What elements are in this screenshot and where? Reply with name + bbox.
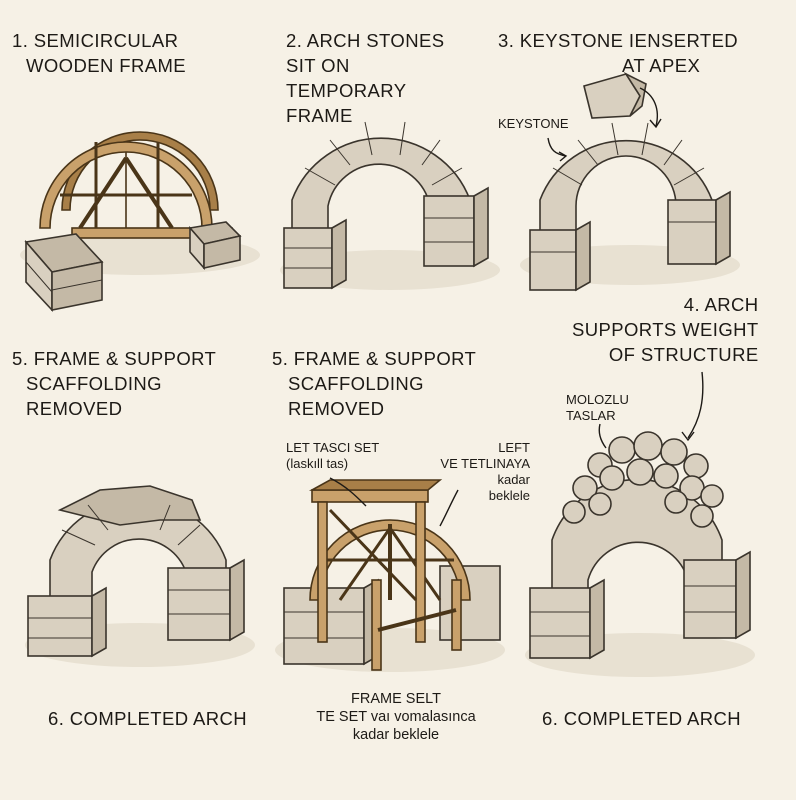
left-tasci-line1: LET TASCI SET [286, 440, 380, 455]
panel2-arch-stones [280, 121, 500, 290]
left-tetlinaya-line4: beklele [488, 488, 530, 503]
step1-label: 1. SEMICIRCULAR WOODEN FRAME [12, 28, 186, 78]
step4-label: 4. ARCH SUPPORTS WEIGHT OF STRUCTURE [572, 292, 759, 367]
left-tetlinaya-callout: LEFT VE TETLINAYA kadar beklele [420, 440, 530, 504]
keystone-callout: KEYSTONE [498, 116, 569, 131]
step4-line1: 4. ARCH [683, 294, 759, 315]
panel3-keystone [520, 71, 740, 292]
step1-line2: WOODEN FRAME [26, 55, 186, 76]
step2-line2: SIT ON [286, 55, 350, 76]
left-tasci-callout: LET TASCI SET (laskıll tas) [286, 440, 379, 472]
step5b-line1: 5. FRAME & SUPPORT [272, 348, 477, 369]
left-tetlinaya-line3: kadar [497, 472, 530, 487]
step5a-label: 5. FRAME & SUPPORT SCAFFOLDING REMOVED [12, 346, 216, 421]
completed-arch-left-label: 6. COMPLETED ARCH [48, 708, 248, 729]
step5b-line3: REMOVED [288, 398, 385, 419]
frame-selt-callout: FRAME SELT TE SET vaı vomalasınca kadar … [296, 690, 496, 744]
step2-line1: 2. ARCH STONES [286, 30, 445, 51]
step2-label: 2. ARCH STONES SIT ON TEMPORARY FRAME [286, 28, 444, 128]
step3-line1: 3. KEYSTONE IENSERTED [498, 30, 739, 51]
molozlu-line2: TASLAR [566, 408, 616, 423]
step2-line4: FRAME [286, 105, 353, 126]
left-tetlinaya-line2: VE TETLINAYA [440, 456, 530, 471]
panel-rubble-arch-right [525, 371, 755, 677]
step3-line2: AT APEX [622, 55, 701, 76]
step1-line1: 1. SEMICIRCULAR [12, 30, 179, 51]
panel-frame-scaffolding [275, 477, 505, 672]
step5a-line3: REMOVED [26, 398, 123, 419]
frame-selt-line2: TE SET vaı vomalasınca [316, 709, 476, 725]
step5a-line2: SCAFFOLDING [26, 373, 162, 394]
molozlu-callout: MOLOZLU TASLAR [566, 392, 629, 424]
step3-label: 3. KEYSTONE IENSERTED AT APEX [498, 28, 738, 78]
step2-line3: TEMPORARY [286, 80, 407, 101]
left-tasci-line2: (laskıll tas) [286, 456, 349, 471]
frame-selt-line1: FRAME SELT [351, 691, 441, 707]
step5b-label: 5. FRAME & SUPPORT SCAFFOLDING REMOVED [272, 346, 476, 421]
panel1-wooden-frame [20, 131, 260, 313]
step4-line2: SUPPORTS WEIGHT [572, 319, 759, 340]
frame-selt-line3: kadar beklele [352, 727, 440, 743]
left-tetlinaya-line1: LEFT [498, 440, 530, 455]
molozlu-line1: MOLOZLU [566, 392, 629, 407]
panel-completed-arch-left [25, 485, 255, 667]
step4-line3: OF STRUCTURE [608, 344, 759, 365]
step5a-line1: 5. FRAME & SUPPORT [12, 348, 217, 369]
completed-arch-right-label: 6. COMPLETED ARCH [542, 708, 742, 729]
step5b-line2: SCAFFOLDING [288, 373, 424, 394]
